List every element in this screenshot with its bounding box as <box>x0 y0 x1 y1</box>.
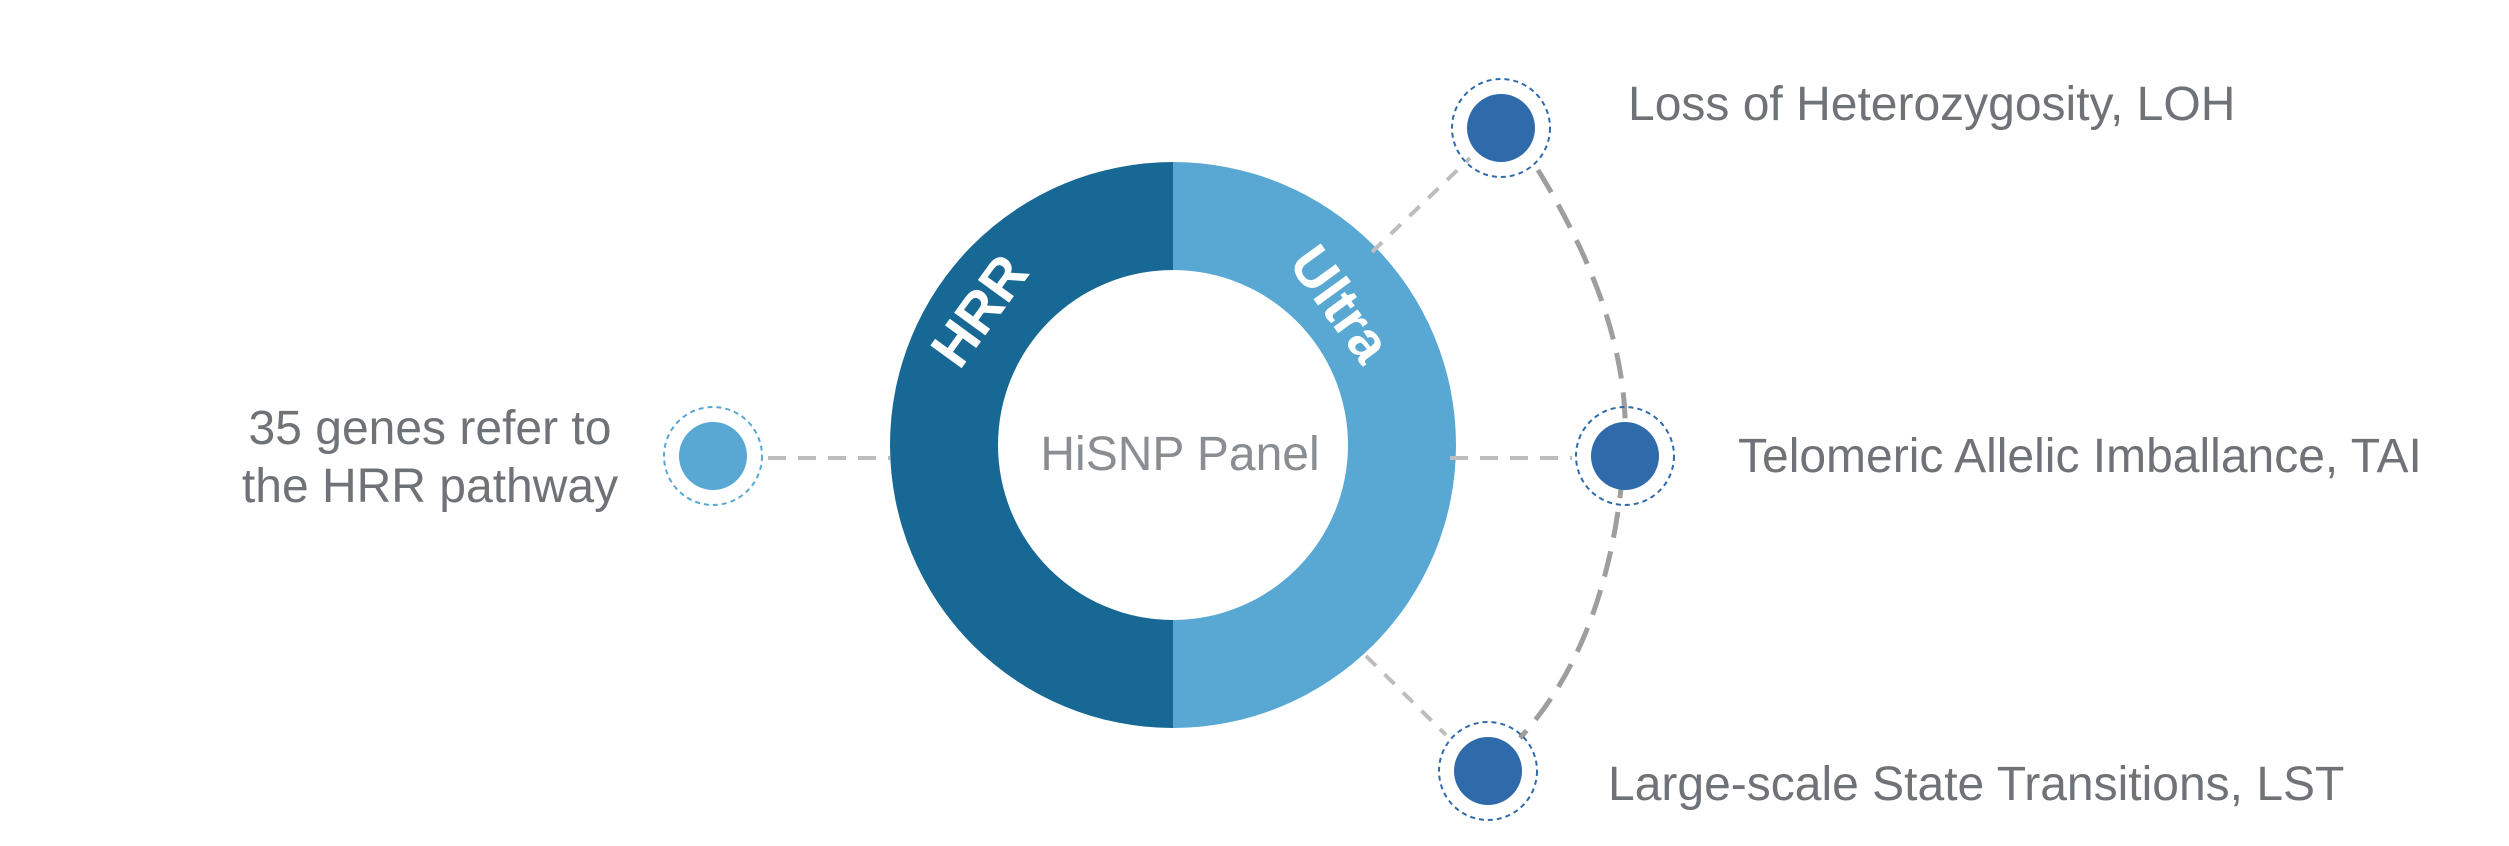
hrr-ring-segment <box>890 162 1173 728</box>
loh-label: Loss of Heterozygosity, LOH <box>1628 78 2236 131</box>
ultra-ring-segment <box>1173 162 1456 728</box>
tai-label: Telomeric Allelic Imballance, TAI <box>1738 430 2422 483</box>
loh-node-halo <box>1451 78 1551 178</box>
center-label: HiSNP Panel <box>1040 428 1320 481</box>
lst-node <box>1454 737 1522 805</box>
lst-label: Large-scale State Transitions, LST <box>1608 758 2345 811</box>
hrr-node <box>679 422 747 490</box>
hrr-node-label: 35 genes refer to the HRR pathway <box>220 400 640 516</box>
loh-connector-line <box>1370 156 1472 254</box>
lst-node-halo <box>1438 721 1538 821</box>
loh-node <box>1467 94 1535 162</box>
tai-node <box>1591 422 1659 490</box>
lst-connector-line <box>1364 654 1448 737</box>
tai-node-halo <box>1575 406 1675 506</box>
hrr-node-label-line2: the HRR pathway <box>241 460 619 513</box>
hrr-node-halo <box>663 406 763 506</box>
hrr-node-label-line1: 35 genes refer to <box>248 402 612 455</box>
